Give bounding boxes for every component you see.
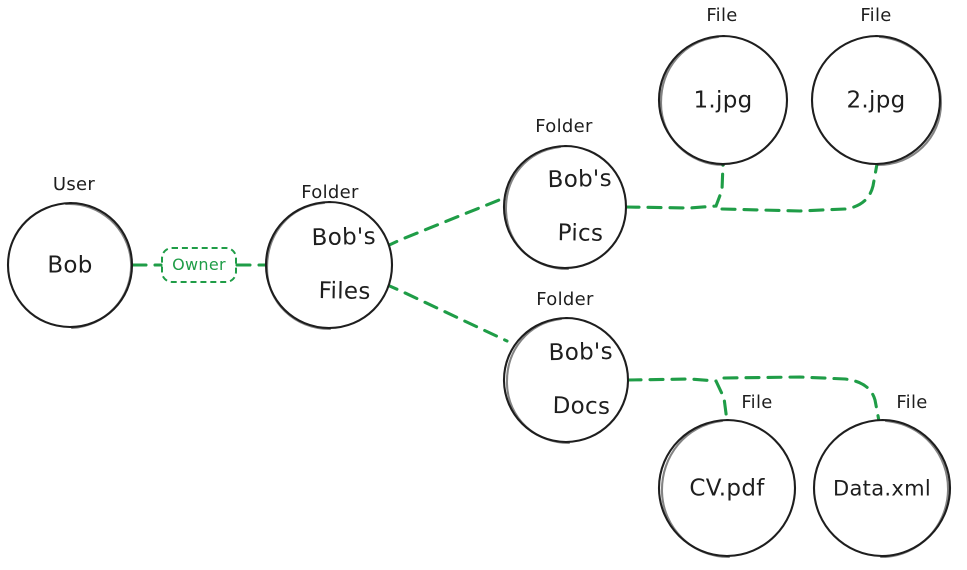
- node-file-data-xml[interactable]: [812, 418, 952, 559]
- node-layer: [6, 34, 952, 559]
- edge-bobs-pics-to-2-jpg[interactable]: [720, 162, 879, 213]
- edge-bobs-docs-to-data-xml[interactable]: [722, 375, 881, 423]
- edge-layer: [131, 162, 881, 423]
- edge-bobs-files-to-bobs-pics[interactable]: [383, 196, 506, 249]
- node-file-1-jpg[interactable]: [657, 34, 789, 167]
- node-file-cv-pdf[interactable]: [657, 418, 797, 559]
- edge-bobs-files-to-bobs-docs[interactable]: [383, 282, 509, 343]
- node-bob[interactable]: [6, 201, 134, 330]
- node-bobs-docs[interactable]: [502, 316, 630, 445]
- node-file-2-jpg[interactable]: [810, 34, 943, 167]
- node-bobs-pics[interactable]: [502, 144, 628, 271]
- edge-bobs-docs-to-cv-pdf[interactable]: [626, 377, 729, 423]
- node-bobs-files[interactable]: [264, 200, 394, 331]
- edge-bobs-pics-to-1-jpg[interactable]: [624, 162, 725, 210]
- edge-label-chip-owner[interactable]: [161, 247, 237, 283]
